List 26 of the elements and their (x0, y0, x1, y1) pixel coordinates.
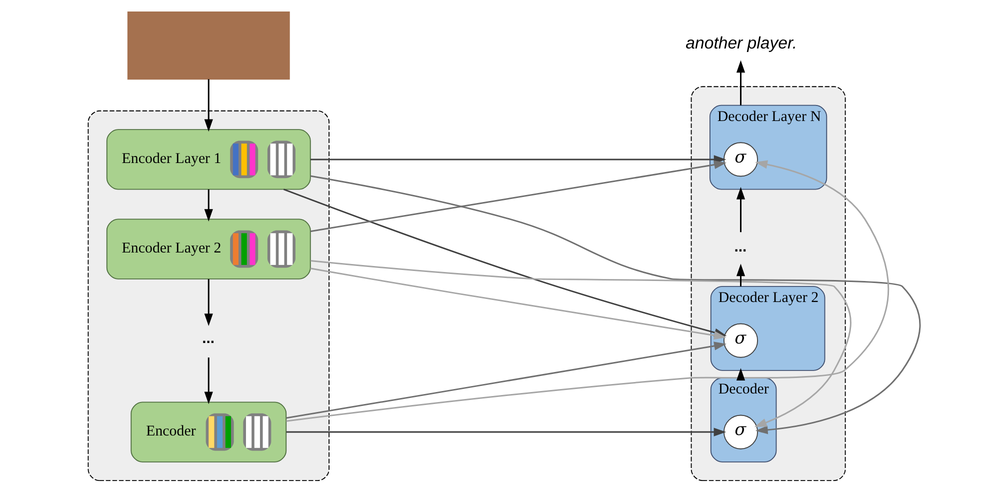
arrow (736, 368, 745, 381)
arrow (310, 175, 920, 434)
node-box: Encoder Layer 2 (106, 218, 310, 280)
node-text: ... (734, 238, 746, 256)
arrow (736, 60, 745, 106)
arrow (204, 358, 212, 404)
arrow (204, 279, 212, 326)
node-circle: σ (722, 414, 758, 450)
node-box (126, 11, 290, 80)
arrow (310, 260, 851, 427)
node-box: Encoder (130, 402, 286, 462)
node-circle: σ (722, 142, 758, 177)
arrow (736, 264, 745, 286)
arrow (286, 160, 889, 422)
arrow (310, 160, 726, 232)
cluster (87, 110, 330, 482)
arrow (286, 342, 726, 419)
arrow (204, 79, 212, 132)
node-circle: σ (722, 323, 758, 358)
arrow (286, 428, 726, 436)
arrow (204, 189, 212, 222)
cluster (690, 86, 846, 482)
node-box: Encoder Layer 1 (106, 129, 310, 190)
arrow (736, 187, 745, 232)
node-text: another player. (685, 34, 797, 53)
node-text: ... (202, 330, 214, 348)
